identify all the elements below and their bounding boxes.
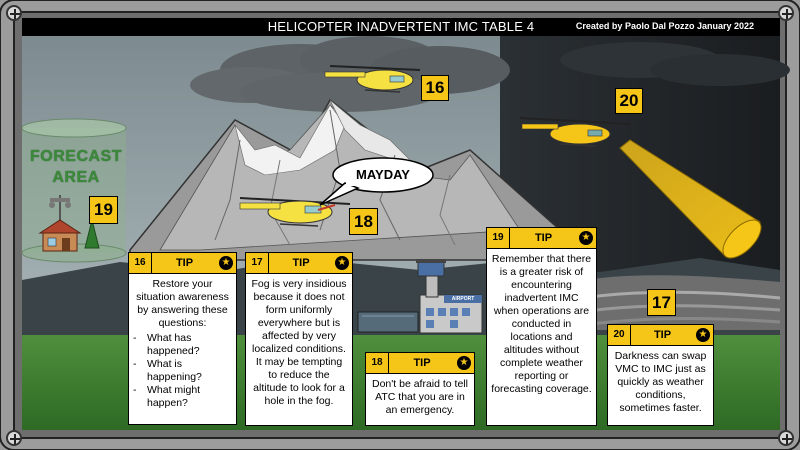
searchlight-icon xyxy=(619,139,762,259)
helicopter-icon xyxy=(324,65,421,93)
star-icon: ★ xyxy=(457,356,471,370)
marker-18: 18 xyxy=(349,208,378,235)
helicopter-icon xyxy=(239,197,351,227)
airport-sign: AIRPORT xyxy=(451,296,475,302)
star-icon: ★ xyxy=(335,256,349,270)
tip-header: 19 TIP ★ xyxy=(487,228,596,249)
tip-number: 17 xyxy=(246,253,269,273)
tip-card-16: 16 TIP ★ Restore your situation awarenes… xyxy=(128,252,237,425)
tip-number: 19 xyxy=(487,228,510,248)
marker-16: 16 xyxy=(421,75,449,101)
tip-header: 17 TIP ★ xyxy=(246,253,352,274)
list-item: What might happen? xyxy=(133,384,232,410)
forecast-area-label: FORECAST AREA xyxy=(26,146,126,188)
list-item: What is happening? xyxy=(133,358,232,384)
page-title: HELICOPTER INADVERTENT IMC TABLE 4 xyxy=(267,19,535,34)
marker-19: 19 xyxy=(89,196,118,224)
tip-text: Remember that there is a greater risk of… xyxy=(491,253,592,395)
mayday-speech-bubble xyxy=(319,157,434,206)
tip-label: TIP xyxy=(413,357,431,369)
tip-text: Darkness can swap VMC to IMC just as qui… xyxy=(614,350,707,414)
forecast-area-line1: FORECAST xyxy=(30,148,122,165)
tip-header: 20 TIP ★ xyxy=(608,325,713,346)
tip-text: Don't be afraid to tell ATC that you are… xyxy=(372,378,468,416)
night-cloud xyxy=(560,42,790,86)
list-item: What has happened? xyxy=(133,332,232,358)
marker-20: 20 xyxy=(615,88,643,114)
screw-icon xyxy=(778,430,794,446)
tip-number: 18 xyxy=(366,353,389,373)
tip-text: Fog is very insidious because it does no… xyxy=(251,278,347,407)
title-bar: HELICOPTER INADVERTENT IMC TABLE 4 Creat… xyxy=(22,18,780,36)
screw-icon xyxy=(6,430,22,446)
tip-intro: Restore your situation awareness by answ… xyxy=(136,278,229,329)
forecast-area-cylinder xyxy=(21,118,127,263)
mayday-text: MAYDAY xyxy=(356,167,410,182)
star-icon: ★ xyxy=(219,256,233,270)
marker-17: 17 xyxy=(647,289,676,316)
tip-label: TIP xyxy=(534,232,553,244)
tip-text: Restore your situation awareness by answ… xyxy=(133,278,232,410)
helicopter-icon xyxy=(519,117,631,147)
tip-card-17: 17 TIP ★ Fog is very insidious because i… xyxy=(245,252,353,426)
tip-header: 16 TIP ★ xyxy=(129,253,236,274)
author-credit: Created by Paolo Dal Pozzo January 2022 xyxy=(575,21,754,31)
star-icon: ★ xyxy=(696,328,710,342)
forecast-area-line2: AREA xyxy=(52,169,100,186)
screw-icon xyxy=(778,5,794,21)
question-list: What has happened? What is happening? Wh… xyxy=(133,332,232,410)
tip-label: TIP xyxy=(175,257,194,269)
tip-number: 20 xyxy=(608,325,631,345)
tip-label: TIP xyxy=(292,257,310,269)
tip-number: 16 xyxy=(129,253,152,273)
tip-label: TIP xyxy=(653,329,672,341)
control-tower-icon xyxy=(357,259,483,334)
tip-card-19: 19 TIP ★ Remember that there is a greate… xyxy=(486,227,597,426)
tip-card-20: 20 TIP ★ Darkness can swap VMC to IMC ju… xyxy=(607,324,714,426)
tip-card-18: 18 TIP ★ Don't be afraid to tell ATC tha… xyxy=(365,352,475,426)
screw-icon xyxy=(6,5,22,21)
tip-header: 18 TIP ★ xyxy=(366,353,474,374)
star-icon: ★ xyxy=(579,231,593,245)
